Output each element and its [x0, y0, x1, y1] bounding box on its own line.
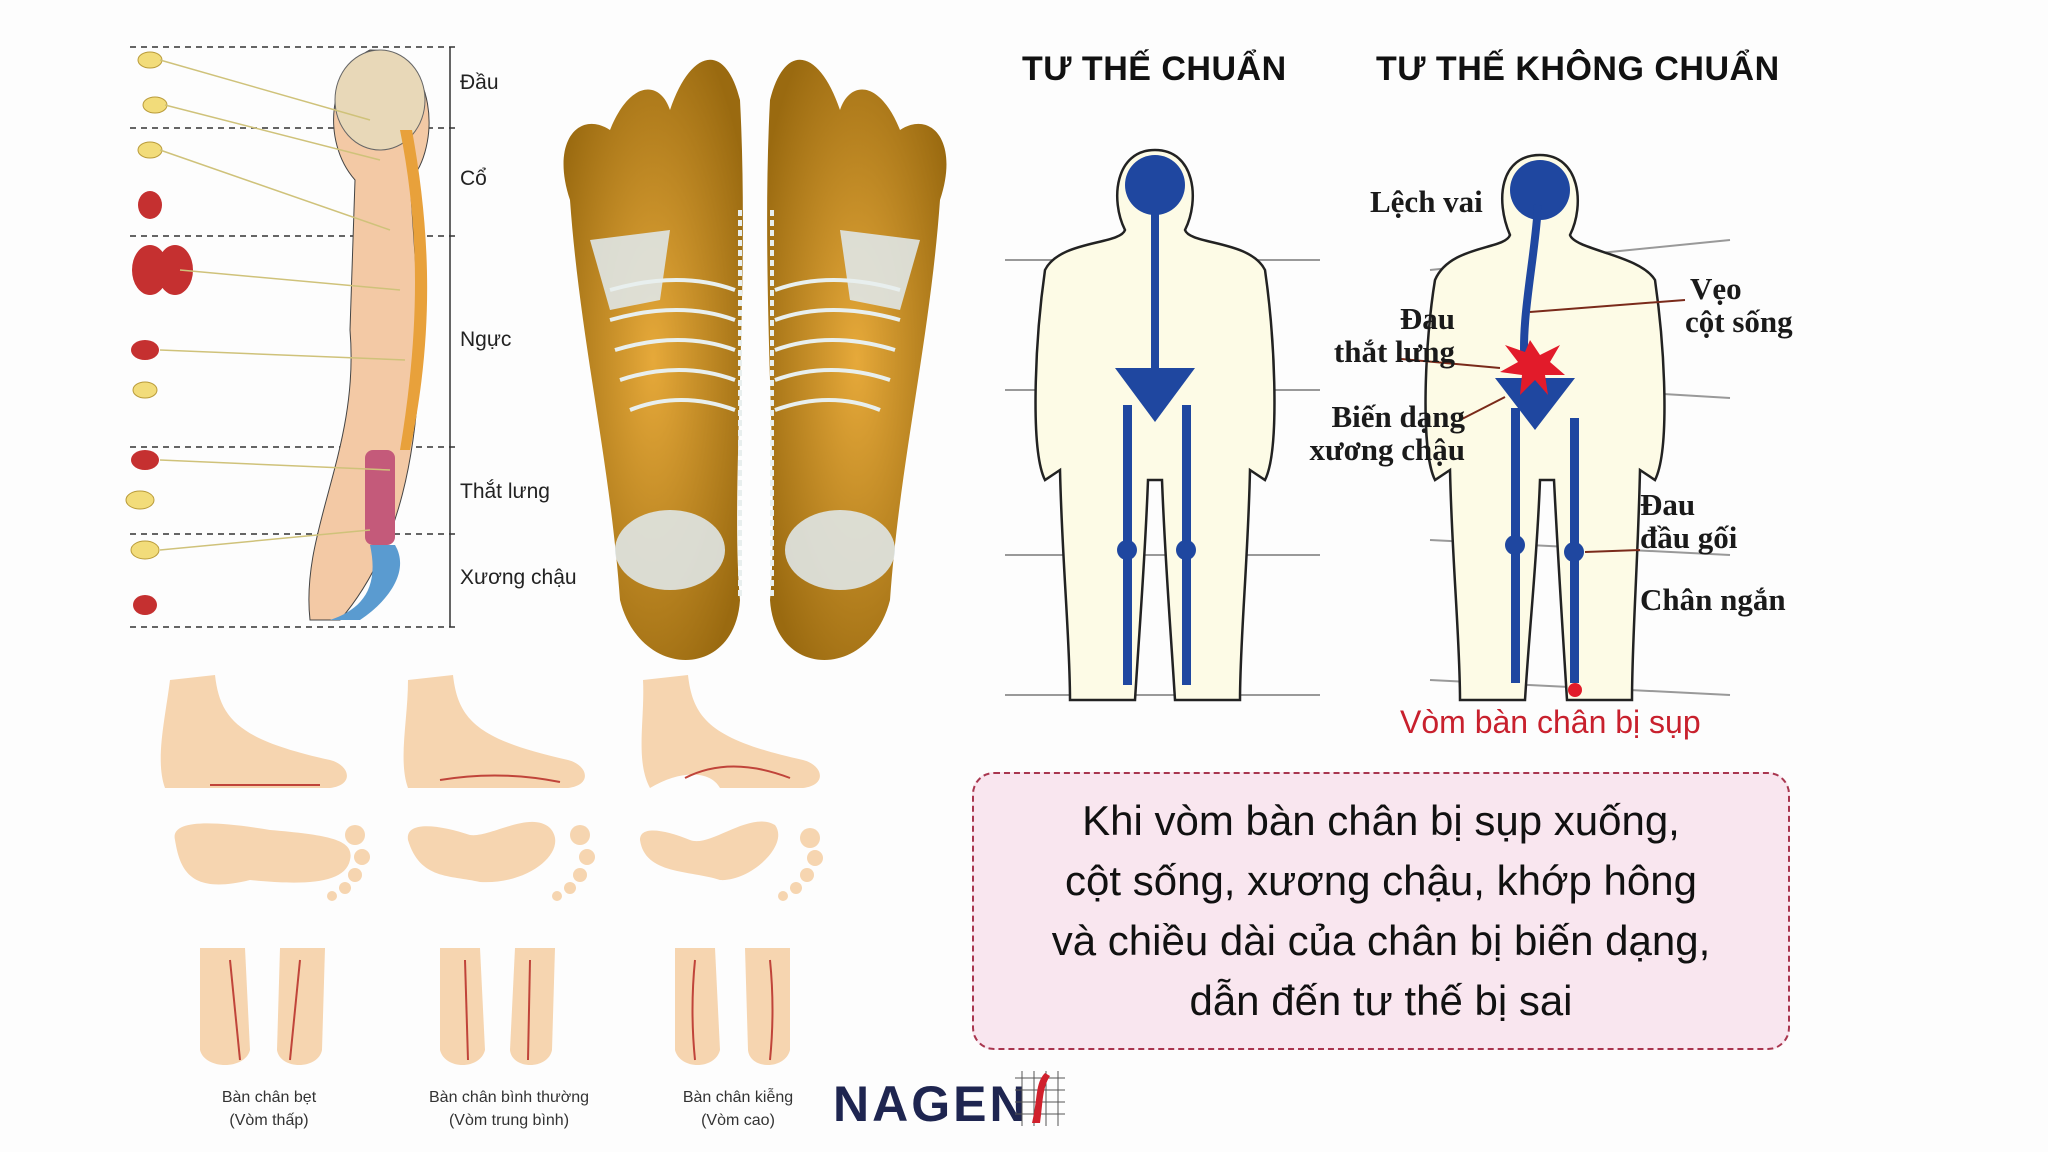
segment-label-thoracic: Ngực — [460, 328, 512, 351]
segment-label-neck: Cổ — [460, 167, 487, 190]
annotation-scoliosis-line1: Vẹo — [1690, 271, 1742, 306]
segment-label-pelvis: Xương chậu — [460, 566, 577, 589]
message-line: cột sống, xương chậu, khớp hông — [1065, 857, 1697, 904]
annotation-scoliosis: Vẹo cột sống — [1685, 272, 1793, 338]
feet-soles-skeleton-illustration — [563, 59, 947, 661]
foot-type-sub: (Vòm trung bình) — [448, 1112, 570, 1129]
annotation-knee-line2: đầu gối — [1640, 520, 1738, 555]
annotation-lowback: Đau thắt lưng — [1300, 302, 1455, 368]
foot-type-normal: Bàn chân bình thường (Vòm trung bình) — [399, 1086, 619, 1132]
segment-label-head: Đầu — [460, 71, 499, 94]
foot-types-illustration — [160, 675, 823, 1065]
annotation-shoulder: Lệch vai — [1370, 184, 1483, 219]
nonstandard-posture-title: TƯ THẾ KHÔNG CHUẨN — [1376, 50, 1780, 88]
standard-posture-body — [1005, 148, 1320, 702]
spine-nervous-system-illustration — [125, 46, 460, 628]
annotation-knee-line1: Đau — [1640, 487, 1696, 522]
message-line: và chiều dài của chân bị biến dạng, — [1051, 917, 1711, 964]
annotation-scoliosis-line2: cột sống — [1685, 304, 1793, 339]
nonstandard-posture-body — [1400, 153, 1731, 702]
annotation-pelvis-line1: Biến dạng — [1331, 399, 1465, 434]
foot-type-name: Bàn chân bình thường — [429, 1089, 589, 1106]
annotation-lowback-line2: thắt lưng — [1333, 334, 1455, 369]
foot-type-name: Bàn chân bẹt — [221, 1089, 317, 1106]
message-line: Khi vòm bàn chân bị sụp xuống, — [1082, 797, 1680, 844]
segment-label-lumbar: Thắt lưng — [460, 480, 550, 503]
message-line: dẫn đến tư thế bị sai — [1189, 977, 1573, 1024]
annotation-lowback-line1: Đau — [1399, 301, 1455, 336]
nagen-logo: NAGEN — [833, 1076, 1029, 1132]
annotation-knee: Đau đầu gối — [1640, 488, 1737, 554]
foot-type-sub: (Vòm cao) — [701, 1112, 775, 1129]
annotation-pelvis-line2: xương chậu — [1309, 432, 1466, 467]
standard-posture-title: TƯ THẾ CHUẨN — [1022, 50, 1287, 88]
annotation-short-leg: Chân ngắn — [1640, 582, 1786, 617]
annotation-pelvis: Biến dạng xương chậu — [1260, 399, 1466, 467]
annotation-arch-collapse: Vòm bàn chân bị sụp — [1400, 704, 1701, 740]
message-box: Khi vòm bàn chân bị sụp xuống, cột sống,… — [972, 772, 1790, 1050]
foot-type-sub: (Vòm thấp) — [229, 1112, 309, 1129]
foot-type-name: Bàn chân kiễng — [682, 1089, 794, 1106]
foot-type-flat: Bàn chân bẹt (Vòm thấp) — [159, 1086, 379, 1132]
foot-type-high: Bàn chân kiễng (Vòm cao) — [628, 1086, 848, 1132]
logo-grid-icon — [1015, 1071, 1065, 1126]
